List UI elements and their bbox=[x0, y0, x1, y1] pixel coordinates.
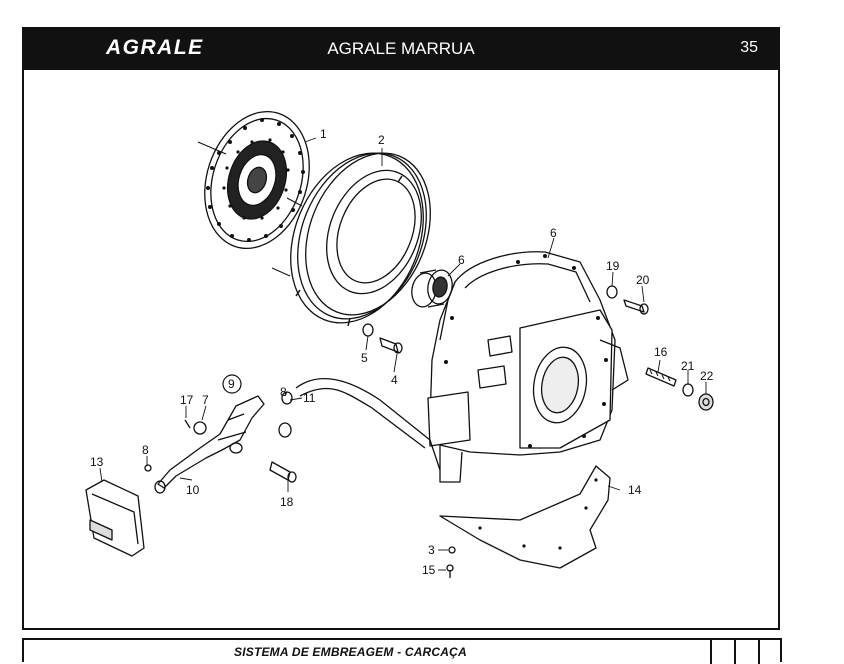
callout-11: 11 bbox=[303, 391, 316, 405]
release-fork-part bbox=[144, 395, 265, 494]
footer-title: SISTEMA DE EMBREAGEM - CARCAÇA bbox=[234, 645, 467, 659]
header-bar: AGRALE AGRALE MARRUA 35 bbox=[22, 27, 780, 70]
brand-logo: AGRALE bbox=[106, 36, 204, 59]
footer-divider bbox=[710, 640, 712, 664]
release-bearing-part bbox=[411, 269, 453, 308]
callout-17: 17 bbox=[180, 393, 194, 407]
bell-housing-part bbox=[427, 251, 629, 483]
cover-plate-part bbox=[439, 465, 611, 569]
page-frame bbox=[22, 27, 780, 630]
footer-divider bbox=[734, 640, 736, 664]
callout-8-fork: 8 bbox=[142, 443, 149, 457]
callout-5: 5 bbox=[361, 351, 368, 365]
callout-20: 20 bbox=[636, 273, 650, 287]
callout-10: 10 bbox=[186, 483, 200, 497]
washer-bolt-5-4 bbox=[362, 323, 403, 354]
callout-15: 15 bbox=[422, 563, 436, 577]
callout-9-circle bbox=[222, 374, 242, 394]
callout-9: 9 bbox=[228, 377, 235, 391]
bolt-18-part bbox=[269, 461, 297, 483]
page-number: 35 bbox=[740, 39, 758, 56]
callout-6-housing: 6 bbox=[550, 226, 557, 240]
callout-2: 2 bbox=[378, 133, 385, 147]
callout-8-clip: 8 bbox=[280, 385, 287, 399]
page-title: AGRALE MARRUA bbox=[327, 39, 475, 58]
screw-3-15 bbox=[446, 546, 456, 578]
callout-labels: 1 2 6 6 19 20 5 4 16 21 22 9 17 7 8 11 8… bbox=[90, 127, 714, 577]
stud-nut-16-21-22 bbox=[645, 367, 714, 411]
callout-13: 13 bbox=[90, 455, 104, 469]
callout-18: 18 bbox=[280, 495, 294, 509]
callout-16: 16 bbox=[654, 345, 668, 359]
callout-4: 4 bbox=[391, 373, 398, 387]
footer-bar: SISTEMA DE EMBREAGEM - CARCAÇA bbox=[22, 638, 782, 664]
clutch-disc-part bbox=[197, 111, 310, 249]
callout-3: 3 bbox=[428, 543, 435, 557]
leader-lines bbox=[99, 137, 707, 571]
callout-22: 22 bbox=[700, 369, 714, 383]
dust-cover-part bbox=[85, 479, 145, 557]
callout-19: 19 bbox=[606, 259, 620, 273]
callout-14: 14 bbox=[628, 483, 642, 497]
callout-21: 21 bbox=[681, 359, 695, 373]
callout-1: 1 bbox=[320, 127, 327, 141]
callout-6-bearing: 6 bbox=[458, 253, 465, 267]
pressure-plate-part bbox=[271, 152, 431, 327]
callout-7: 7 bbox=[202, 393, 209, 407]
washer-bolt-19-20 bbox=[606, 285, 649, 315]
footer-divider bbox=[758, 640, 760, 664]
